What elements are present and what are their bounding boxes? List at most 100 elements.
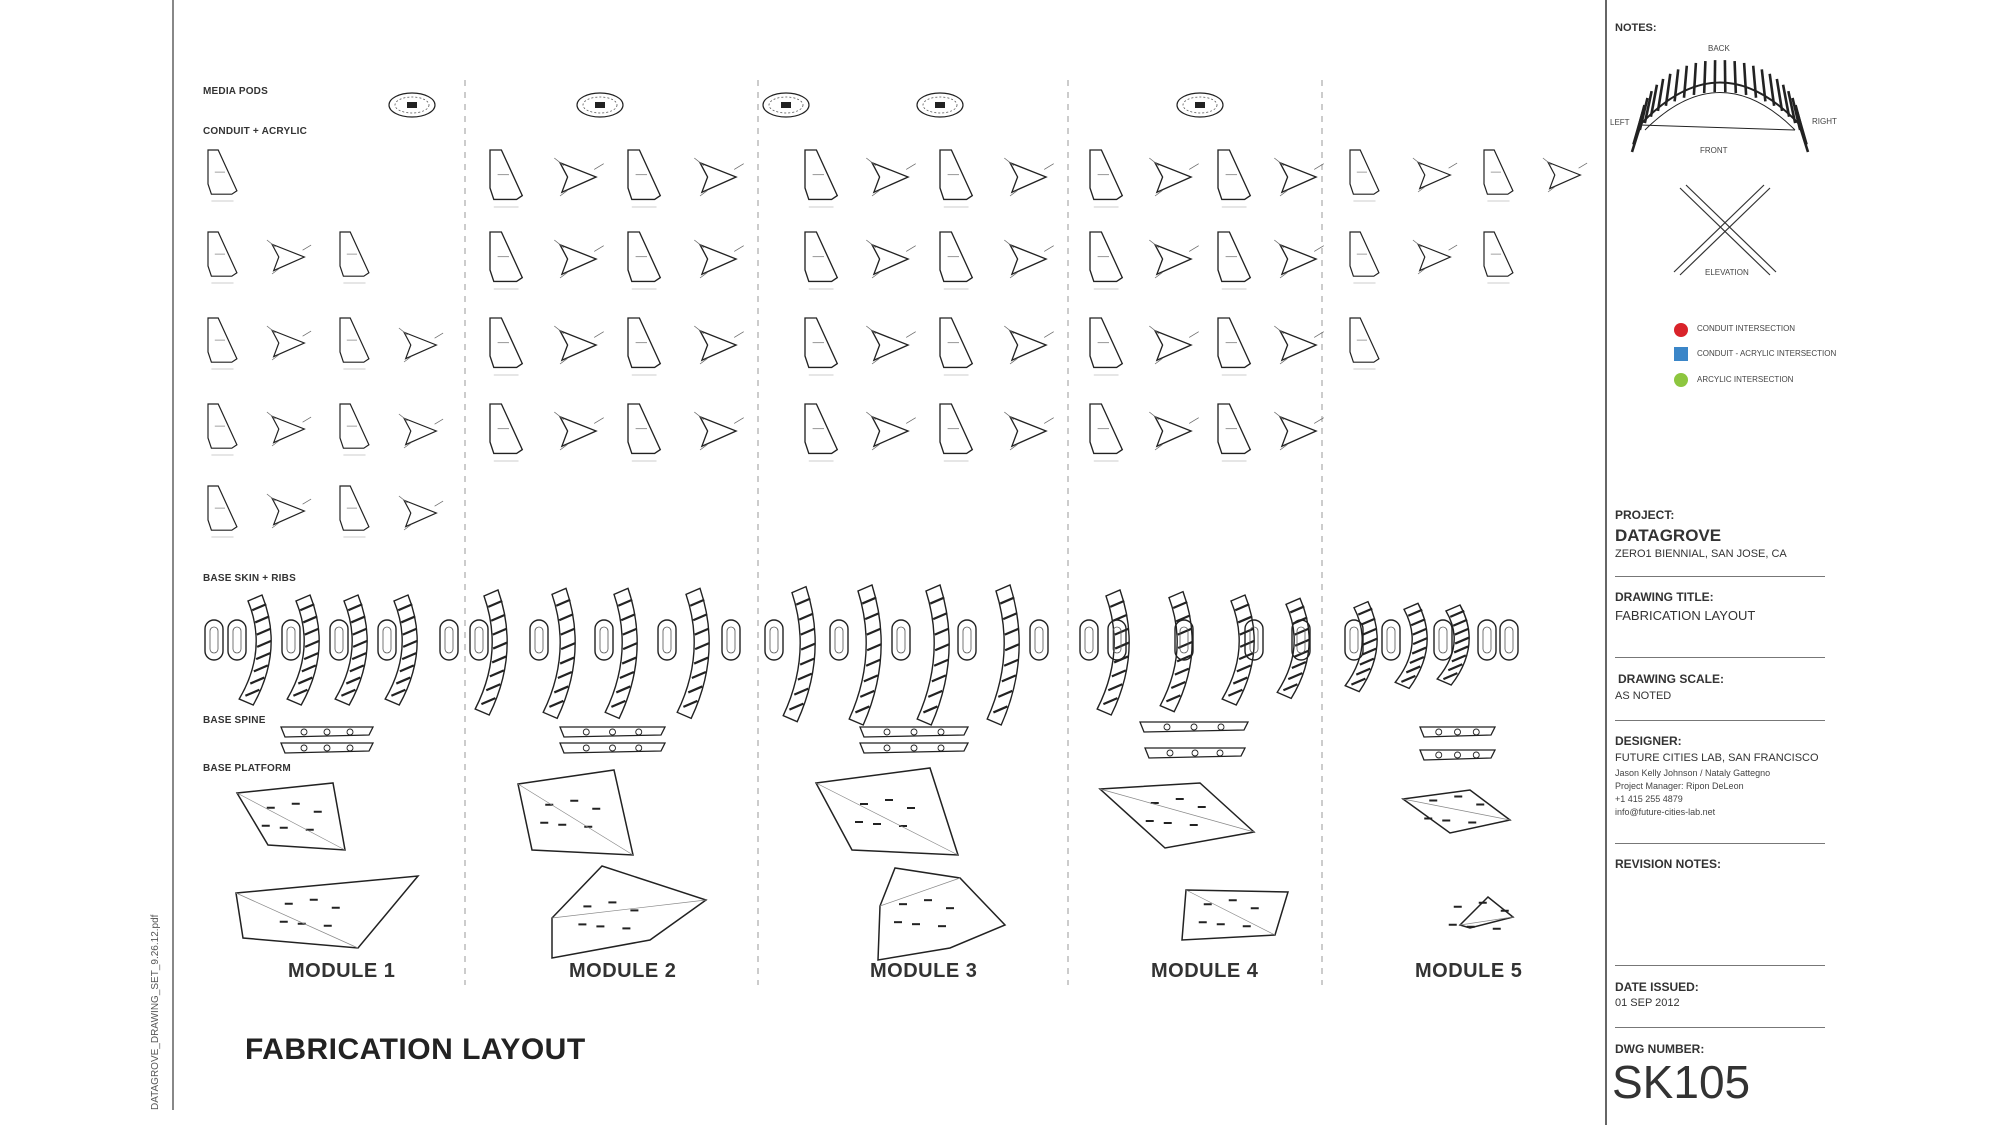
acrylic-part — [866, 411, 916, 451]
module-label-5: MODULE 5 — [1415, 960, 1523, 982]
platform-part — [517, 769, 634, 856]
platform-part — [1448, 895, 1515, 930]
conduit-part — [627, 403, 662, 462]
conduit-part — [1483, 149, 1514, 202]
revision-notes-heading: REVISION NOTES: — [1615, 857, 1722, 871]
rib-part — [604, 587, 638, 720]
conduit-part — [339, 317, 370, 370]
skin-loop-part — [377, 619, 397, 661]
spine-part — [280, 726, 375, 738]
conduit-acrylic-intersection-marker — [1674, 347, 1688, 361]
skin-loop-part — [594, 619, 614, 661]
conduit-part — [1217, 317, 1252, 376]
rib-part — [1394, 602, 1428, 690]
conduit-part — [207, 403, 238, 456]
skin-loop-part — [1433, 619, 1453, 661]
acrylic-part — [866, 157, 916, 197]
acrylic-part — [694, 325, 744, 365]
conduit-part — [339, 485, 370, 538]
view-label-front: FRONT — [1700, 146, 1728, 155]
base-spine-group — [280, 721, 1497, 761]
acrylic-part — [694, 157, 744, 197]
designer-line-1: Jason Kelly Johnson / Nataly Gattegno — [1615, 768, 1771, 778]
conduit-part — [939, 317, 974, 376]
conduit-part — [207, 485, 238, 538]
acrylic-part — [398, 495, 444, 531]
platform-part — [551, 865, 708, 959]
acrylic-part — [266, 239, 312, 275]
date-issued: 01 SEP 2012 — [1615, 997, 1680, 1009]
acrylic-part — [1412, 239, 1458, 275]
title-block-rule — [1615, 720, 1825, 721]
skin-loop-part — [1079, 619, 1099, 661]
project-sub: ZERO1 BIENNIAL, SAN JOSE, CA — [1615, 548, 1787, 560]
conduit-part — [939, 231, 974, 290]
conduit-part — [207, 149, 238, 202]
rib-part — [1096, 589, 1130, 716]
platform-part — [814, 767, 960, 856]
skin-loop-part — [529, 619, 549, 661]
acrylic-part — [554, 325, 604, 365]
skin-loop-part — [1107, 619, 1127, 661]
skin-loop-part — [957, 619, 977, 661]
drawing-scale-heading: DRAWING SCALE: — [1618, 672, 1724, 686]
conduit-part — [939, 403, 974, 462]
skin-loop-part — [227, 619, 247, 661]
acrylic-part — [1542, 157, 1588, 193]
acrylic-part — [1004, 239, 1054, 279]
file-label: DATAGROVE_DRAWING_SET_9.26.12.pdf — [150, 914, 161, 1110]
module-label-4: MODULE 4 — [1151, 960, 1259, 982]
conduit-part — [1089, 403, 1124, 462]
skin-loop-part — [1029, 619, 1049, 661]
platform-part — [1401, 789, 1512, 834]
media-pod — [1176, 92, 1224, 118]
conduit-part — [489, 231, 524, 290]
acrylic-part — [694, 411, 744, 451]
conduit-part — [627, 317, 662, 376]
acrylic-intersection-marker — [1674, 373, 1688, 387]
skin-loop-part — [1381, 619, 1401, 661]
spine-part — [1139, 721, 1250, 733]
conduit-part — [939, 149, 974, 208]
title-block-rule — [1615, 843, 1825, 844]
conduit-part — [489, 403, 524, 462]
acrylic-part — [866, 239, 916, 279]
rib-part — [916, 584, 950, 726]
skin-loop-part — [891, 619, 911, 661]
rib-part — [782, 585, 816, 723]
skin-loop-part — [764, 619, 784, 661]
rib-part — [384, 594, 418, 706]
conduit-part — [1217, 231, 1252, 290]
section-label-media-pods: MEDIA PODS — [203, 86, 268, 97]
view-label-left: LEFT — [1610, 118, 1630, 127]
title-block-rule — [1615, 657, 1825, 658]
skin-loop-part — [329, 619, 349, 661]
skin-loop-part — [1499, 619, 1519, 661]
acrylic-part — [1149, 325, 1199, 365]
dwg-number-heading: DWG NUMBER: — [1615, 1042, 1705, 1056]
skin-loop-part — [204, 619, 224, 661]
rib-part — [676, 587, 710, 720]
acrylic-part — [866, 325, 916, 365]
rib-part — [1276, 597, 1310, 700]
acrylic-part — [266, 411, 312, 447]
skin-loop-part — [1344, 619, 1364, 661]
acrylic-part — [1412, 157, 1458, 193]
rib-part — [1221, 594, 1255, 706]
conduit-part — [1483, 231, 1514, 284]
spine-part — [859, 726, 970, 738]
drawing-title-heading: DRAWING TITLE: — [1615, 590, 1714, 604]
conduit-part — [1349, 317, 1380, 370]
canopy-sketch — [1630, 60, 1810, 153]
spine-part — [1419, 749, 1497, 761]
skin-loop-part — [439, 619, 459, 661]
acrylic-part — [1274, 411, 1324, 451]
designer-name: FUTURE CITIES LAB, SAN FRANCISCO — [1615, 752, 1819, 764]
conduit-part — [627, 149, 662, 208]
base-skin-ribs-group — [204, 584, 1519, 726]
acrylic-part — [554, 411, 604, 451]
spine-part — [280, 742, 375, 754]
skin-loop-part — [721, 619, 741, 661]
legend-label-conduit-acrylic: CONDUIT - ACRYLIC INTERSECTION — [1697, 349, 1837, 358]
designer-line-4[interactable]: info@future-cities-lab.net — [1615, 807, 1716, 817]
